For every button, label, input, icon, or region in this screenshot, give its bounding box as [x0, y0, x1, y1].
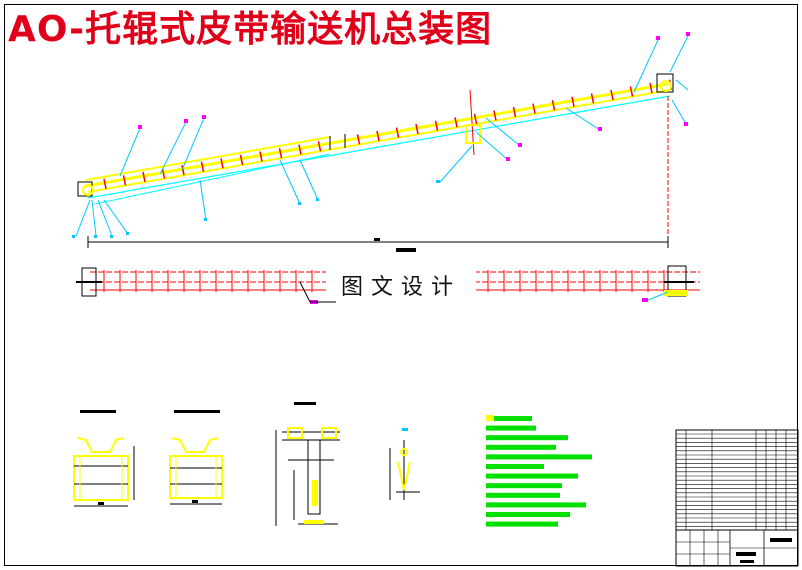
- drawing-border: [4, 4, 798, 566]
- technical-notes: [486, 416, 592, 527]
- idler-section-2: [169, 410, 223, 505]
- bracket-detail: [389, 428, 420, 500]
- title-block: [675, 529, 799, 567]
- watermark-text: 图文设计: [326, 270, 476, 300]
- idler-section-1: [73, 410, 135, 507]
- parts-list: [675, 429, 799, 531]
- drawing-title: AO-托辊式皮带输送机总装图: [8, 9, 493, 50]
- conveyor-elevation: [72, 32, 690, 304]
- support-leg-detail: [275, 402, 340, 526]
